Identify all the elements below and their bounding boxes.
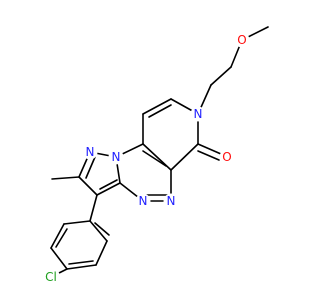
atom-label-n-pyrazole-2: N bbox=[112, 150, 121, 164]
bond-pz-n1-c2-double bbox=[85, 156, 96, 179]
bond-pz-c3-c3a bbox=[96, 182, 121, 196]
molecule-diagram: N N N N N O O Cl bbox=[42, 26, 269, 286]
atom-n-pyrazole-1: N bbox=[82, 144, 98, 160]
bond-carbonyl-double bbox=[197, 150, 220, 161]
bond-ph-ci-co1-double bbox=[94, 222, 110, 236]
bond-ph-cm1-cp bbox=[66, 264, 97, 270]
atom-label-n-triazine-2: N bbox=[167, 194, 176, 208]
atom-label-layer: N N N N N O O Cl bbox=[42, 32, 250, 286]
bond-ph-c3-ci bbox=[89, 194, 98, 222]
bond-ph-co2-ci bbox=[63, 220, 91, 225]
atom-n-triazine-1: N bbox=[135, 193, 151, 209]
bond-chain-c1-c2 bbox=[210, 66, 232, 86]
bond-tz-c5a-c9a bbox=[142, 143, 172, 171]
atom-cl-substituent: Cl bbox=[42, 268, 60, 286]
bond-ph-cp-cm2 bbox=[50, 247, 68, 270]
bond-methyl bbox=[51, 176, 80, 180]
bond-ph-cm2-co2 bbox=[50, 223, 65, 249]
atom-o-ether: O bbox=[234, 32, 250, 48]
bond-py-c6-c5a bbox=[170, 143, 199, 171]
atom-label-n-pyrazole-1: N bbox=[86, 145, 95, 159]
atom-n-triazine-2: N bbox=[163, 193, 179, 209]
atom-label-n-triazine-1: N bbox=[139, 194, 148, 208]
atom-label-cl-substituent: Cl bbox=[45, 270, 57, 284]
bond-pz-c3-c3a-double bbox=[99, 179, 118, 190]
bond-ph-co1-cm1 bbox=[95, 240, 108, 266]
bond-ph-ci-co1 bbox=[89, 220, 108, 242]
bond-tz-c5a-c9a-double bbox=[142, 150, 167, 167]
atom-n-pyrazole-2: N bbox=[108, 149, 124, 165]
bond-ph-cm2-co2-double bbox=[55, 228, 68, 248]
atom-label-o-ether: O bbox=[237, 33, 246, 47]
bond-carbonyl bbox=[197, 143, 222, 155]
bond-pz-c2-c3 bbox=[78, 176, 98, 196]
atom-label-n-pyridinone: N bbox=[194, 107, 203, 121]
bond-ph-cm1-cp-double bbox=[68, 260, 94, 265]
bond-py-c9-c8 bbox=[142, 98, 172, 115]
bond-py-c9-c8-double bbox=[148, 104, 172, 118]
atom-n-pyridinone: N bbox=[190, 106, 206, 122]
atom-label-o-carbonyl: O bbox=[222, 150, 231, 164]
atom-o-carbonyl: O bbox=[219, 149, 235, 165]
